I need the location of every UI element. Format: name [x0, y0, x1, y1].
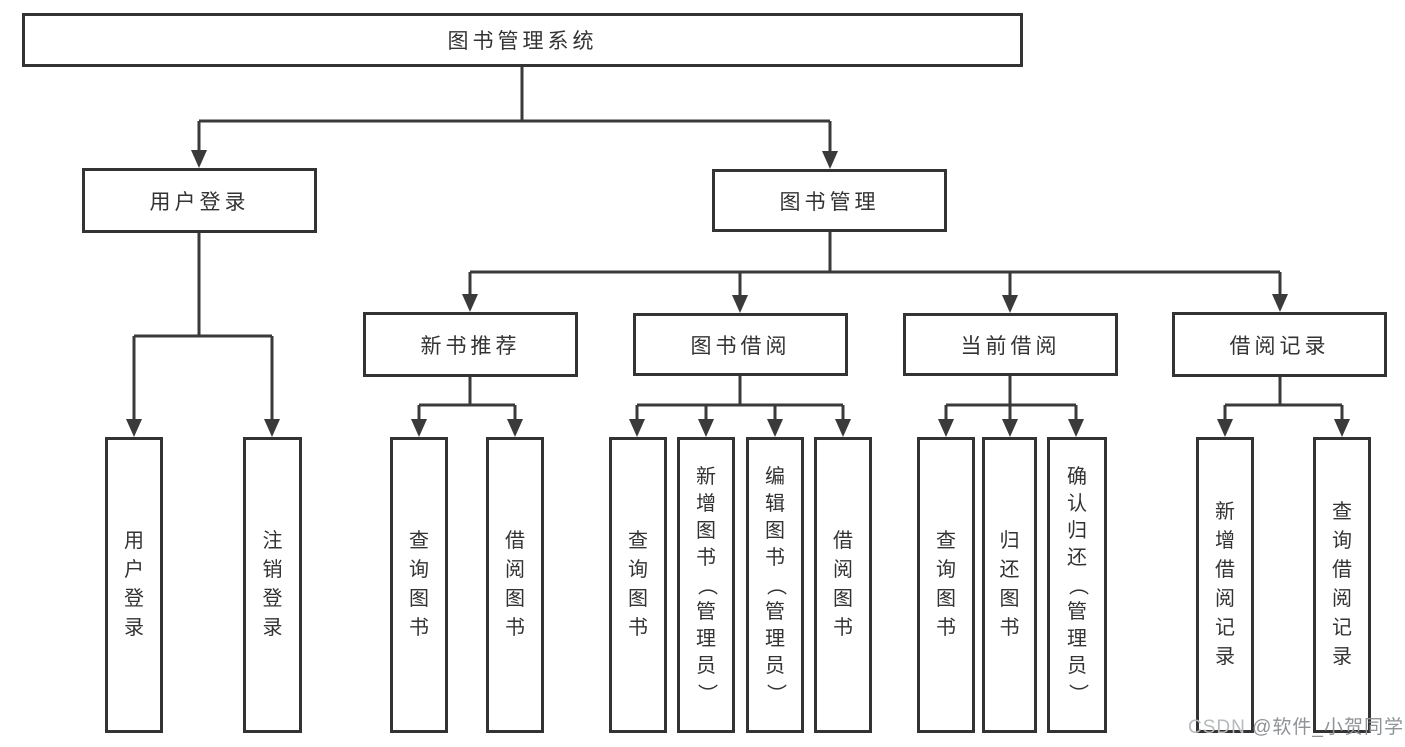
connector-borrow-children	[635, 376, 845, 421]
leaf-records-add-borrow-record: 新增借阅记录	[1196, 437, 1254, 733]
leaf-newbook-borrow-books-label: 借阅图书	[505, 530, 525, 639]
connector-newbook-children	[417, 377, 517, 421]
node-user-login-label: 用户登录	[149, 190, 250, 214]
arrow-to-current-return	[1002, 419, 1018, 437]
arrow-to-current-confirm	[1068, 419, 1084, 437]
node-borrow-records: 借阅记录	[1172, 312, 1387, 377]
arrow-to-borrow-edit	[767, 419, 783, 437]
leaf-borrow-borrow-books-label: 借阅图书	[833, 530, 853, 639]
node-book-management: 图书管理	[712, 169, 947, 232]
leaf-borrow-edit-books-admin: 编辑图书（管理员）	[746, 437, 804, 733]
node-book-borrow-label: 图书借阅	[690, 334, 791, 358]
watermark-prefix: CSDN	[1188, 717, 1246, 738]
node-root-label: 图书管理系统	[447, 30, 598, 53]
node-new-book-recommend-label: 新书推荐	[420, 334, 521, 358]
leaf-logout-login-label: 注销登录	[262, 530, 283, 639]
leaf-newbook-query-books: 查询图书	[390, 437, 448, 733]
arrow-to-user-login	[191, 150, 207, 168]
connector-records-children	[1223, 377, 1344, 421]
arrow-to-current-query	[938, 419, 954, 437]
arrow-to-leaf-user-login	[126, 419, 142, 437]
node-root: 图书管理系统	[22, 13, 1023, 67]
connector-current-children	[944, 376, 1078, 421]
arrow-to-book-management	[822, 151, 838, 169]
arrow-to-borrow-records	[1272, 294, 1288, 312]
arrow-to-book-borrow	[732, 295, 748, 313]
leaf-borrow-query-books-label: 查询图书	[628, 530, 648, 639]
arrow-to-new-book-recommend	[462, 294, 478, 312]
connector-root-to-level2	[197, 67, 832, 153]
leaf-current-confirm-return-admin: 确认归还（管理员）	[1047, 437, 1107, 733]
watermark: CSDN @软件_小贺同学	[1188, 712, 1404, 739]
arrow-to-leaf-logout	[264, 419, 280, 437]
watermark-author: @软件_小贺同学	[1245, 717, 1404, 738]
node-book-management-label: 图书管理	[779, 190, 880, 214]
connector-login-children	[132, 233, 274, 421]
arrow-to-current-borrow	[1002, 295, 1018, 313]
node-current-borrow: 当前借阅	[903, 313, 1118, 376]
leaf-current-return-books-label: 归还图书	[999, 530, 1020, 639]
leaf-current-query-books-label: 查询图书	[936, 530, 956, 639]
leaf-newbook-borrow-books: 借阅图书	[486, 437, 544, 733]
leaf-borrow-add-books-admin: 新增图书（管理员）	[677, 437, 735, 733]
leaf-borrow-query-books: 查询图书	[609, 437, 667, 733]
leaf-records-query-borrow-record-label: 查询借阅记录	[1332, 501, 1352, 668]
leaf-borrow-add-books-admin-label: 新增图书（管理员）	[695, 465, 718, 704]
leaf-current-return-books: 归还图书	[982, 437, 1037, 733]
leaf-newbook-query-books-label: 查询图书	[409, 530, 429, 639]
arrow-to-borrow-borrow	[835, 419, 851, 437]
arrow-to-newbook-borrow	[507, 419, 523, 437]
leaf-records-query-borrow-record: 查询借阅记录	[1313, 437, 1371, 733]
node-borrow-records-label: 借阅记录	[1229, 334, 1330, 358]
leaf-user-login-label: 用户登录	[124, 530, 144, 639]
leaf-current-confirm-return-admin-label: 确认归还（管理员）	[1066, 465, 1089, 704]
leaf-records-add-borrow-record-label: 新增借阅记录	[1215, 501, 1235, 668]
arrow-to-borrow-add	[698, 419, 714, 437]
arrow-to-newbook-query	[411, 419, 427, 437]
leaf-borrow-borrow-books: 借阅图书	[814, 437, 872, 733]
leaf-current-query-books: 查询图书	[917, 437, 975, 733]
arrow-to-records-query	[1334, 419, 1350, 437]
leaf-borrow-edit-books-admin-label: 编辑图书（管理员）	[764, 465, 787, 704]
leaf-user-login: 用户登录	[105, 437, 163, 733]
connector-management-to-level3	[468, 232, 1282, 297]
node-new-book-recommend: 新书推荐	[363, 312, 578, 377]
node-user-login: 用户登录	[82, 168, 317, 233]
node-book-borrow: 图书借阅	[633, 313, 848, 376]
arrow-to-borrow-query	[629, 419, 645, 437]
leaf-logout-login: 注销登录	[243, 437, 302, 733]
arrow-to-records-add	[1217, 419, 1233, 437]
node-current-borrow-label: 当前借阅	[960, 334, 1061, 358]
